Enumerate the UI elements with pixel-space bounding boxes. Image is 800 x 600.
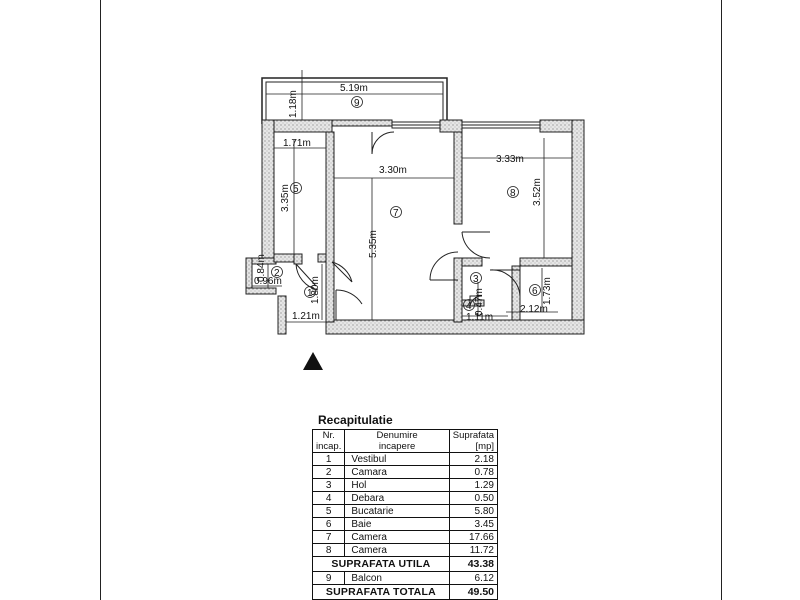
room-number-1: 1	[307, 288, 313, 299]
header-nr: Nr. incap.	[311, 429, 346, 453]
header-nr-line2: incap.	[316, 441, 342, 452]
dim-room7-width: 3.30m	[379, 165, 407, 176]
recap-table: Nr. incap. Denumire incapere Suprafata […	[311, 429, 499, 600]
windows	[391, 121, 541, 129]
exterior-walls	[245, 119, 585, 335]
header-area-line2: [mp]	[475, 441, 494, 452]
header-area-line1: Suprafata	[452, 430, 494, 441]
room-number-5: 5	[293, 184, 299, 195]
header-nr-line1: Nr.	[322, 430, 335, 441]
row-name: Balcon	[344, 571, 450, 585]
header-area: Suprafata [mp]	[448, 429, 499, 453]
row-name: Bucatarie	[344, 504, 450, 518]
dim-room8-width: 3.33m	[496, 154, 524, 165]
dim-room8-length: 3.52m	[532, 178, 543, 206]
row-area: 0.78	[448, 465, 499, 479]
row-area: 6.12	[448, 571, 499, 585]
entrance-arrow-icon	[303, 352, 323, 370]
row-nr: 8	[311, 543, 346, 557]
dim-pantry-width: 0.96m	[254, 276, 282, 287]
table-row: 7 Camera 17.66	[311, 530, 499, 544]
interior-walls	[273, 131, 573, 323]
table-row: 5 Bucatarie 5.80	[311, 504, 499, 518]
grand-total-label: SUPRAFATA TOTALA	[312, 584, 450, 600]
room-number-9: 9	[354, 98, 360, 109]
room-number-8: 8	[510, 188, 516, 199]
door-swings	[295, 131, 521, 320]
drawing-sheet	[100, 0, 722, 600]
room-number-4: 4	[466, 301, 472, 312]
room-number-7: 7	[393, 208, 399, 219]
row-name: Camera	[344, 530, 450, 544]
header-name: Denumire incapere	[344, 429, 450, 453]
row-name: Baie	[344, 517, 450, 531]
header-name-line2: incapere	[378, 441, 416, 452]
row-nr: 7	[311, 530, 346, 544]
table-row: 8 Camera 11.72	[311, 543, 499, 557]
header-name-line1: Denumire	[376, 430, 418, 441]
recap-title: Recapitulatie	[318, 413, 393, 427]
row-nr: 3	[311, 478, 346, 492]
row-area: 0.50	[448, 491, 499, 505]
dim-kitchen-length: 3.35m	[280, 184, 291, 212]
row-nr: 9	[311, 571, 346, 585]
row-name: Vestibul	[344, 452, 450, 466]
row-area: 5.80	[448, 504, 499, 518]
table-row: 6 Baie 3.45	[311, 517, 499, 531]
row-area: 1.29	[448, 478, 499, 492]
useful-area-value: 43.38	[448, 556, 499, 572]
dim-bath-length: 1.73m	[542, 277, 553, 305]
row-area: 11.72	[448, 543, 499, 557]
row-area: 17.66	[448, 530, 499, 544]
table-row: 1 Vestibul 2.18	[311, 452, 499, 466]
dim-debara-width: 1.11m	[466, 312, 493, 323]
dim-bath-width: 2.12m	[520, 304, 548, 315]
room-markers	[271, 96, 541, 311]
row-name: Camera	[344, 543, 450, 557]
row-name: Hol	[344, 478, 450, 492]
dim-vestibule-width: 1.21m	[292, 311, 320, 322]
floor-plan: 5.19m 1.18m 1.71m 3.30m 3.33m 3.35m 5.35…	[245, 70, 585, 370]
row-nr: 2	[311, 465, 346, 479]
balcony	[261, 77, 448, 124]
row-name: Camara	[344, 465, 450, 479]
room-number-3: 3	[473, 274, 479, 285]
useful-area-total-row: SUPRAFATA UTILA 43.38	[312, 556, 499, 572]
row-area: 3.45	[448, 517, 499, 531]
grand-total-row: SUPRAFATA TOTALA 49.50	[312, 584, 499, 600]
room-number-2: 2	[274, 268, 280, 279]
row-nr: 6	[311, 517, 346, 531]
table-row: 3 Hol 1.29	[311, 478, 499, 492]
row-nr: 1	[311, 452, 346, 466]
dim-room7-length: 5.35m	[368, 230, 379, 258]
row-nr: 4	[311, 491, 346, 505]
dim-balcony-depth: 1.18m	[288, 90, 299, 118]
dim-kitchen-width: 1.71m	[283, 138, 311, 149]
table-row: 4 Debara 0.50	[311, 491, 499, 505]
useful-area-label: SUPRAFATA UTILA	[312, 556, 450, 572]
recap-header-row: Nr. incap. Denumire incapere Suprafata […	[311, 429, 499, 453]
table-row: 2 Camara 0.78	[311, 465, 499, 479]
row-name: Debara	[344, 491, 450, 505]
dim-pantry-height: 0.84m	[256, 254, 267, 282]
row-nr: 5	[311, 504, 346, 518]
dimension-lines	[252, 70, 572, 323]
dim-balcony-width: 5.19m	[340, 83, 368, 94]
room-number-6: 6	[532, 286, 538, 297]
table-row: 9 Balcon 6.12	[311, 571, 499, 585]
grand-total-value: 49.50	[448, 584, 499, 600]
row-area: 2.18	[448, 452, 499, 466]
dim-debara-depth: 0.47m	[474, 288, 485, 316]
